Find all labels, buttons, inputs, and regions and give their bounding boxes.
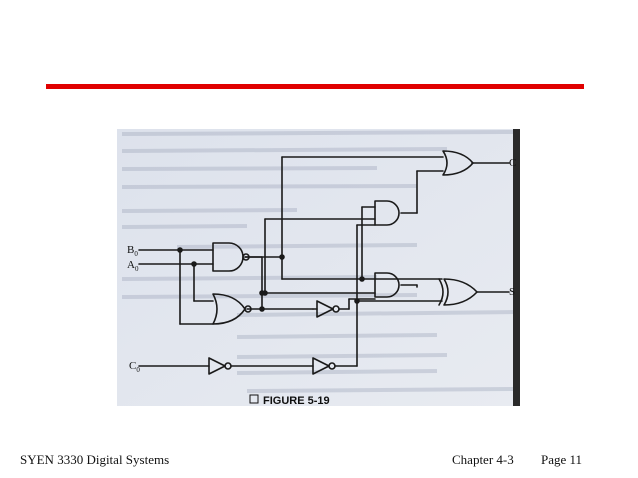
circuit-diagram: B0 A0 C0 C S FIGURE 5-19 xyxy=(117,129,520,406)
page-edge xyxy=(513,129,520,406)
label-b0: B0 xyxy=(127,244,138,258)
caption-box-icon xyxy=(249,394,259,404)
footer-course: SYEN 3330 Digital Systems xyxy=(20,452,170,467)
label-c0: C0 xyxy=(129,360,140,374)
figure-caption: FIGURE 5-19 xyxy=(263,395,330,406)
label-a0: A0 xyxy=(127,259,139,273)
label-carry-out: C xyxy=(509,157,516,169)
label-sum-out: S xyxy=(509,286,515,298)
title-rule xyxy=(46,84,584,89)
footer-page: Page 11 xyxy=(541,452,583,467)
scanned-figure: B0 A0 C0 C S FIGURE 5-19 xyxy=(117,129,520,406)
schematic xyxy=(138,150,510,375)
footer-chapter: Chapter 4-3 xyxy=(452,452,514,467)
bleed-through-text xyxy=(121,130,516,393)
